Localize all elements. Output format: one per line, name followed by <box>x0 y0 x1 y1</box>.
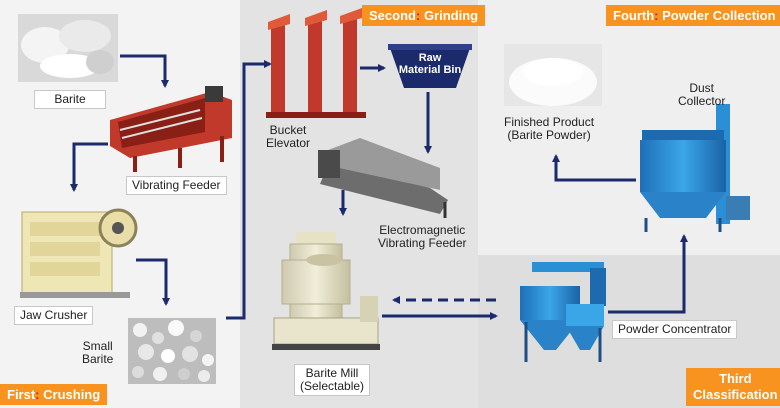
label-bucket-elevator: Bucket Elevator <box>266 124 310 150</box>
label-dust-line1: Dust <box>689 81 715 95</box>
stage-ordinal: First <box>7 387 36 402</box>
label-barite: Barite <box>34 90 106 109</box>
label-raw-bin-line1: Raw <box>418 52 442 64</box>
raw-material-bin-image <box>388 44 472 88</box>
label-barite-mill-line1: Barite Mill <box>305 366 359 380</box>
label-finished-line2: (Barite Powder) <box>507 128 591 142</box>
label-jaw-crusher: Jaw Crusher <box>14 306 94 325</box>
arrow-barite-to-feeder <box>120 54 169 88</box>
label-bucket-elevator-line2: Elevator <box>266 136 311 150</box>
stage-name: Crushing <box>43 387 101 402</box>
small-barite-image <box>128 318 216 384</box>
label-dust-line2: Collector <box>678 94 726 108</box>
jaw-crusher-image <box>20 208 138 298</box>
vibrating-feeder-image <box>110 86 232 172</box>
stage-tag-fourth: Fourth: Powder Collection <box>606 5 780 26</box>
stage-ordinal: Fourth <box>613 8 655 23</box>
stage-ordinal: Third <box>719 371 752 386</box>
label-bucket-elevator-line1: Bucket <box>269 123 307 137</box>
label-em-feeder-line2: Vibrating Feeder <box>378 236 467 250</box>
label-small-barite: Small Barite <box>82 340 113 366</box>
label-raw-bin-line2: Material Bin <box>398 64 462 76</box>
flow-arrows <box>70 54 688 320</box>
arrow-feeder-to-crusher <box>70 142 108 192</box>
label-powder-concentrator: Powder Concentrator <box>612 320 738 339</box>
label-raw-material-bin: Raw Material Bin <box>394 52 466 76</box>
label-barite-mill-line2: (Selectable) <box>300 379 365 393</box>
label-small-barite-line1: Small <box>82 339 113 353</box>
label-em-feeder-line1: Electromagnetic <box>379 223 466 237</box>
dust-collector-image <box>640 104 750 232</box>
arrow-crusher-to-small-barite <box>136 258 170 306</box>
label-dust-collector: Dust Collector <box>678 82 725 108</box>
stage-name: Powder Collection <box>662 8 776 23</box>
bucket-elevator-image <box>266 8 366 118</box>
label-vibrating-feeder: Vibrating Feeder <box>126 176 227 195</box>
finished-product-image <box>504 44 602 106</box>
barite-rock-image <box>18 14 118 82</box>
label-barite-mill: Barite Mill (Selectable) <box>294 364 371 396</box>
label-electromagnetic-feeder: Electromagnetic Vibrating Feeder <box>378 224 467 250</box>
stage-name: Classification <box>693 387 778 402</box>
arrow-concentrator-to-dust-collector <box>608 234 688 314</box>
label-finished-product: Finished Product (Barite Powder) <box>504 116 594 142</box>
arrow-dust-collector-to-product <box>552 154 636 182</box>
arrow-small-barite-to-elevator <box>226 60 272 320</box>
stage-tag-first: First: Crushing <box>0 384 108 405</box>
label-finished-line1: Finished Product <box>504 115 595 129</box>
stage-ordinal: Second <box>369 8 416 23</box>
label-small-barite-line2: Barite <box>82 352 114 366</box>
electromagnetic-feeder-image <box>318 138 448 218</box>
powder-concentrator-image <box>520 262 606 362</box>
stage-name: Grinding <box>423 8 479 23</box>
barite-mill-image <box>272 232 380 350</box>
stage-tag-second: Second: Grinding <box>362 5 486 26</box>
